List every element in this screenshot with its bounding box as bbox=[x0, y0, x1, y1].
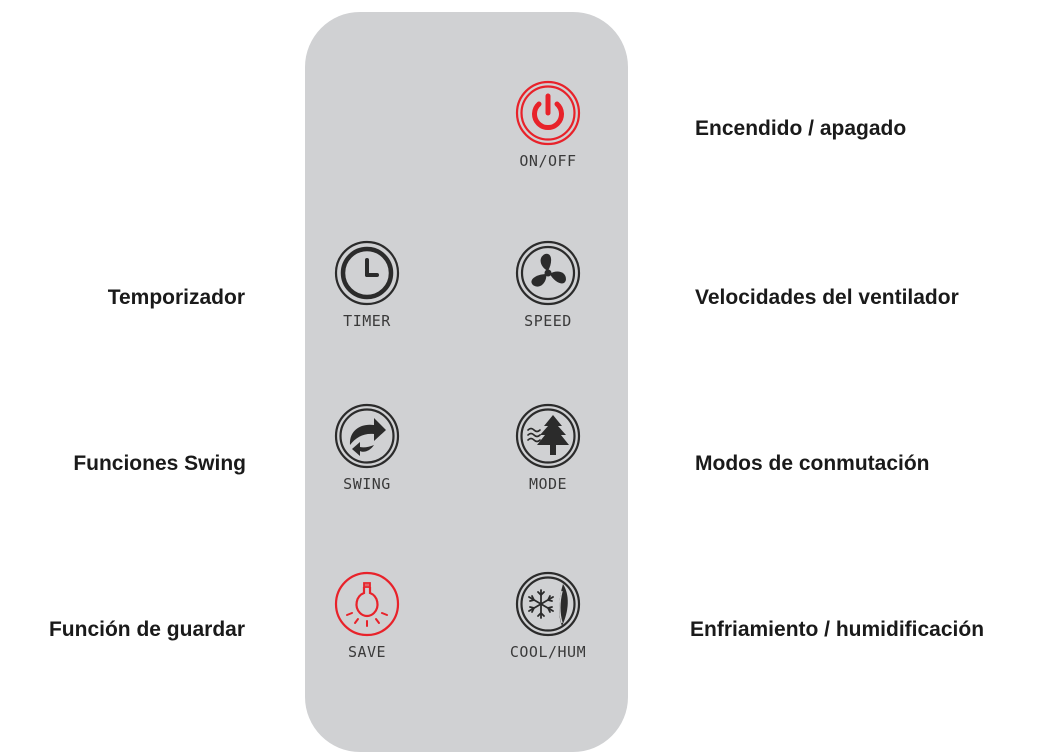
cool-hum-label: COOL/HUM bbox=[509, 643, 587, 661]
mode-button[interactable]: MODE bbox=[488, 403, 608, 503]
speed-label: SPEED bbox=[524, 312, 572, 330]
save-button[interactable]: SAVE bbox=[307, 571, 427, 671]
swing-arrows-icon bbox=[334, 403, 400, 469]
swing-description: Funciones Swing bbox=[73, 452, 246, 475]
timer-description: Temporizador bbox=[107, 286, 245, 309]
clock-icon bbox=[334, 240, 400, 306]
save-description: Función de guardar bbox=[48, 618, 245, 641]
power-icon bbox=[515, 80, 581, 146]
swing-button[interactable]: SWING bbox=[307, 403, 427, 503]
cool-hum-description: Enfriamiento / humidificación bbox=[690, 618, 985, 641]
save-label: SAVE bbox=[347, 643, 387, 661]
snowflake-drop-icon bbox=[515, 571, 581, 637]
timer-label: TIMER bbox=[343, 312, 391, 330]
speed-description: Velocidades del ventilador bbox=[695, 286, 959, 309]
timer-button[interactable]: TIMER bbox=[307, 240, 427, 340]
speed-button[interactable]: SPEED bbox=[488, 240, 608, 340]
on-off-button[interactable]: ON/OFF bbox=[488, 80, 608, 180]
cool-hum-button[interactable]: COOL/HUM bbox=[488, 571, 608, 671]
on-off-description: Encendido / apagado bbox=[695, 117, 907, 140]
swing-label: SWING bbox=[343, 475, 391, 493]
on-off-label: ON/OFF bbox=[519, 152, 577, 170]
mode-label: MODE bbox=[528, 475, 568, 493]
tree-wind-icon bbox=[515, 403, 581, 469]
remote-control-body bbox=[305, 12, 628, 752]
fan-icon bbox=[515, 240, 581, 306]
light-bulb-icon bbox=[334, 571, 400, 637]
mode-description: Modos de conmutación bbox=[695, 452, 930, 475]
